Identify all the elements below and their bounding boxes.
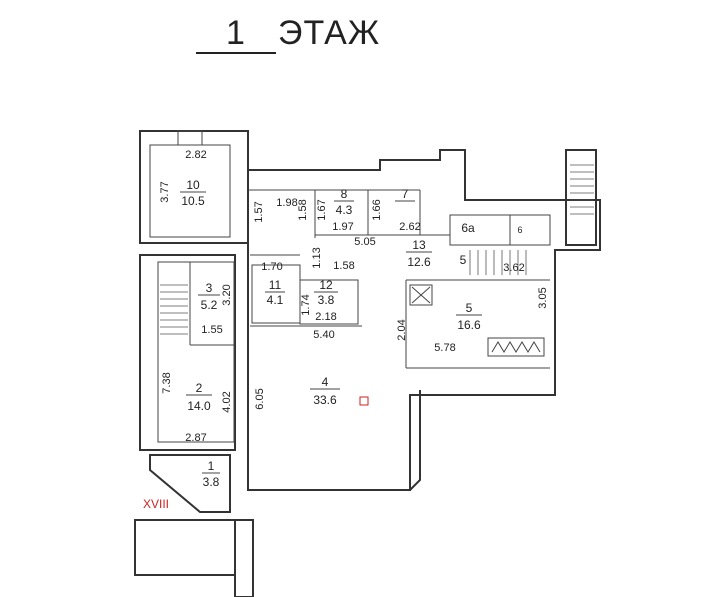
wall-stair-right [565, 149, 597, 246]
room-13-area: 12.6 [407, 255, 431, 269]
wall-main [247, 149, 601, 491]
room-3-number: 3 [206, 281, 213, 295]
room-1-area: 3.8 [203, 475, 220, 489]
stair-treads-left [160, 284, 188, 335]
wall-room-7 [449, 214, 511, 246]
dim-5-40: 5.40 [313, 329, 334, 341]
floor-number: 1 [196, 14, 276, 54]
room-10-number: 10 [186, 178, 200, 192]
room-7-number: 6а [461, 221, 475, 235]
dim-7-38: 7.38 [161, 372, 173, 393]
room-5-number: 5 [466, 301, 473, 315]
wall-porch-side [234, 519, 254, 597]
dim-2-18: 2.18 [315, 311, 336, 323]
dimension-labels: 2.82 3.77 1.57 1.98 1.58 1.67 1.97 1.66 … [159, 149, 549, 444]
dim-1-58b: 1.58 [333, 260, 354, 272]
vent-x2 [411, 286, 431, 304]
dim-1-57: 1.57 [253, 201, 265, 222]
room-13-number: 13 [412, 238, 426, 252]
room-8-number: 7 [402, 187, 409, 201]
dim-1-13: 1.13 [311, 247, 323, 268]
dim-1-67: 1.67 [316, 199, 328, 220]
dim-3-20: 3.20 [221, 284, 233, 305]
room-5-area: 16.6 [457, 318, 481, 332]
dim-2-82: 2.82 [185, 149, 206, 161]
wall-porch [134, 519, 236, 576]
wall-room-12 [299, 279, 359, 325]
dim-1-98: 1.98 [276, 197, 297, 209]
room-4-area: 33.6 [313, 393, 337, 407]
dim-2-62: 2.62 [399, 221, 420, 233]
dim-3-62: 3.62 [503, 262, 524, 274]
dim-3-77: 3.77 [159, 181, 171, 202]
dim-1-66: 1.66 [371, 199, 383, 220]
dim-5-78: 5.78 [434, 342, 455, 354]
room-10-area: 10.5 [181, 194, 205, 208]
room-2-area: 14.0 [187, 399, 211, 413]
room-11-area: 4.1 [267, 293, 284, 307]
room-1-number: 1 [208, 459, 215, 473]
dim-5-05: 5.05 [354, 236, 375, 248]
walls [134, 130, 601, 597]
outlet-icon [359, 396, 369, 406]
dim-6-05: 6.05 [254, 388, 266, 409]
dim-2-04: 2.04 [396, 319, 408, 340]
room-9-number: 8 [341, 187, 348, 201]
dim-1-97: 1.97 [332, 221, 353, 233]
room-4-number: 4 [322, 375, 329, 389]
radiator-icon [491, 341, 541, 353]
dim-1-74: 1.74 [300, 294, 312, 315]
room-12-area: 3.8 [318, 293, 335, 307]
stair-treads-right [570, 164, 594, 215]
inner-stair-left [157, 261, 235, 443]
dim-2-87: 2.87 [185, 432, 206, 444]
dim-4-02: 4.02 [221, 391, 233, 412]
section-mark: XVIII [143, 497, 169, 511]
window-top [177, 130, 203, 146]
stair-treads-6 [469, 250, 527, 275]
floor-word: ЭТАЖ [278, 14, 381, 52]
room-6-number: 5 [460, 253, 467, 267]
wall-stair-left [139, 254, 236, 451]
dim-1-70: 1.70 [261, 261, 282, 273]
room-3-area: 5.2 [201, 298, 218, 312]
room-2-number: 2 [196, 381, 203, 395]
radiator-frame [487, 337, 545, 357]
wall-room-6a [509, 214, 551, 246]
room-6a-number: 6 [517, 225, 522, 235]
dim-1-58: 1.58 [297, 199, 309, 220]
dim-3-05: 3.05 [537, 287, 549, 308]
wall-annex [409, 390, 421, 491]
room-12-number: 12 [319, 278, 333, 292]
room-labels: 10 10.5 8 4.3 7 6а 6 13 12.6 5 3 5.2 11 … [180, 178, 523, 489]
dim-1-55: 1.55 [201, 324, 222, 336]
room-11-number: 11 [269, 278, 282, 292]
room-9-area: 4.3 [336, 203, 353, 217]
wall-room-1 [149, 454, 231, 513]
vent-shaft [409, 284, 433, 306]
